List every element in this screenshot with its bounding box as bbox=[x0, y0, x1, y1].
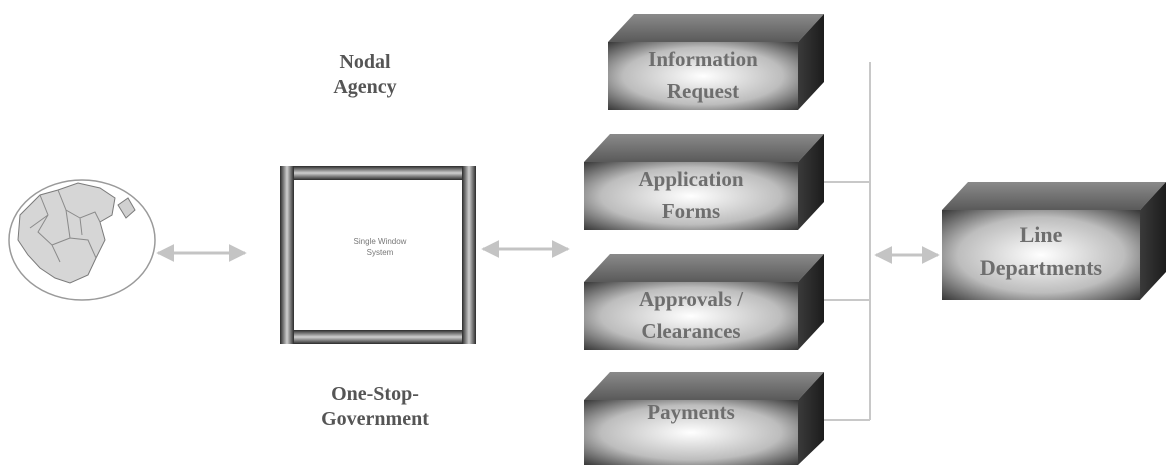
line-departments-label: Line Departments bbox=[942, 218, 1140, 284]
service-label-payments: Payments bbox=[584, 402, 798, 423]
service-text-line1: Approvals / bbox=[638, 287, 744, 311]
service-box-information-request bbox=[608, 14, 824, 110]
service-text-line1: Information bbox=[648, 47, 758, 71]
service-box-approvals-clearances bbox=[584, 254, 824, 350]
nodal-agency-line1: Nodal bbox=[339, 51, 391, 73]
service-label-information-request: Information Request bbox=[608, 44, 798, 107]
one-stop-government-label: One-Stop- Government bbox=[285, 382, 465, 432]
one-stop-line2: Government bbox=[321, 408, 429, 430]
one-stop-line1: One-Stop- bbox=[331, 383, 419, 405]
service-text-line1: Application bbox=[638, 167, 744, 191]
line-departments-box bbox=[942, 182, 1166, 300]
service-box-payments bbox=[584, 372, 824, 465]
connector-lines bbox=[824, 62, 871, 421]
single-window-frame bbox=[280, 166, 476, 344]
nodal-agency-line2: Agency bbox=[333, 76, 397, 98]
service-text-line2: Clearances bbox=[641, 318, 741, 343]
service-text-line2: Request bbox=[666, 78, 740, 103]
nodal-agency-label: Nodal Agency bbox=[300, 50, 430, 100]
service-box-application-forms bbox=[584, 134, 824, 230]
service-label-approvals-clearances: Approvals / Clearances bbox=[584, 284, 798, 347]
service-label-application-forms: Application Forms bbox=[584, 164, 798, 227]
globe-map-icon bbox=[8, 179, 156, 301]
line-departments-line2: Departments bbox=[979, 255, 1103, 280]
single-window-line1: Single Window bbox=[353, 237, 407, 246]
single-window-line2: System bbox=[366, 248, 394, 258]
single-window-label: Single Window System bbox=[300, 236, 460, 258]
service-text-line1: Payments bbox=[647, 400, 735, 424]
line-departments-line1: Line bbox=[1019, 222, 1063, 247]
service-text-line2: Forms bbox=[661, 198, 721, 223]
